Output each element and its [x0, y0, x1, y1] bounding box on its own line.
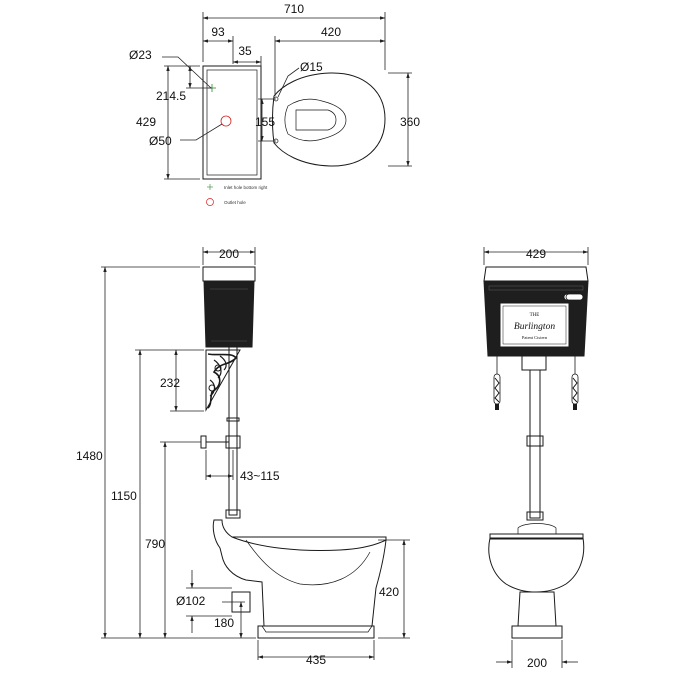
top-view: 710 93 35 420 Ø23 Ø15 214.5 429 155 Ø50 …	[129, 2, 420, 206]
pipe-connector	[225, 509, 241, 519]
pan-top-outline	[272, 72, 386, 167]
dim-pan-width: 360	[400, 115, 420, 129]
outlet-marker	[220, 115, 232, 127]
dim-cistern-bottom-height: 1150	[111, 489, 137, 503]
dim-outlet-diameter: Ø50	[149, 134, 172, 148]
ornate-bracket	[205, 349, 241, 412]
front-pipe-connector	[526, 511, 544, 521]
dim-cistern-inner: 35	[238, 44, 252, 58]
cistern-lid	[202, 266, 256, 282]
dim-outlet-height: 180	[214, 616, 234, 630]
front-pedestal-base	[511, 625, 563, 639]
pan-side-outline	[212, 519, 387, 627]
pan-outlet-recess	[295, 109, 337, 131]
front-view: THE Burlington Patent Cistern	[483, 247, 589, 670]
legend-outlet-label: Outlet hole	[224, 200, 246, 205]
pipe-bracket	[225, 435, 241, 449]
plaque-line1: THE	[530, 313, 540, 318]
pan-base	[257, 625, 375, 639]
dim-pan-length: 420	[321, 25, 341, 39]
dim-front-pedestal-width: 200	[527, 656, 547, 670]
dim-flush-pipe-offset: 43~115	[240, 469, 280, 483]
cistern-top-outline	[202, 65, 262, 180]
front-flush-pipe	[529, 369, 541, 519]
dim-front-cistern-width: 429	[526, 247, 546, 261]
wall-clip	[200, 435, 207, 449]
pull-chain-right	[571, 356, 579, 410]
side-view: 200 232 1480 1150 43~115 790 Ø102 180 42…	[76, 247, 410, 667]
front-bowl	[488, 537, 585, 593]
pipe-clip	[226, 417, 240, 422]
pan-bowl-opening	[284, 98, 347, 142]
dim-overall-height: 1480	[76, 449, 103, 463]
dim-bracket-mount-height: 790	[145, 537, 165, 551]
cistern-body	[203, 280, 255, 348]
flush-pipe	[228, 346, 238, 516]
pull-chain-left	[493, 356, 501, 410]
plaque-line3: Patent Cistern	[522, 335, 548, 340]
dim-cistern-width: 429	[136, 115, 156, 129]
front-pedestal	[517, 591, 557, 627]
legend-inlet-label: Inlet hole bottom right	[224, 185, 268, 190]
dim-bracket-height: 232	[160, 376, 180, 390]
pan-rim	[231, 536, 387, 551]
cistern-front-lid	[483, 266, 589, 282]
dim-pedestal-depth: 435	[306, 653, 326, 667]
dim-overall-width: 710	[284, 2, 304, 16]
dim-inlet-depth: 214.5	[156, 89, 186, 103]
dim-pan-height: 420	[379, 585, 399, 599]
front-seat-hinge	[517, 523, 557, 535]
dim-inlet-diameter: Ø23	[129, 48, 152, 62]
dim-cistern-offset: 93	[211, 25, 225, 39]
dim-outlet-diameter: Ø102	[176, 594, 206, 608]
dim-bolt-diameter: Ø15	[300, 60, 323, 74]
legend-inlet-symbol	[207, 184, 213, 190]
nameplate	[499, 302, 570, 348]
dim-cistern-depth: 200	[219, 247, 239, 261]
pan-bowl-curve	[245, 539, 371, 586]
dim-bolt-spacing: 155	[255, 115, 275, 129]
front-pipe-clip	[526, 435, 544, 447]
plaque-line2: Burlington	[514, 322, 555, 332]
flush-lever	[565, 293, 584, 301]
legend-outlet-symbol	[206, 198, 214, 206]
cistern-top-inner	[206, 69, 258, 176]
front-valve-housing	[521, 355, 547, 371]
